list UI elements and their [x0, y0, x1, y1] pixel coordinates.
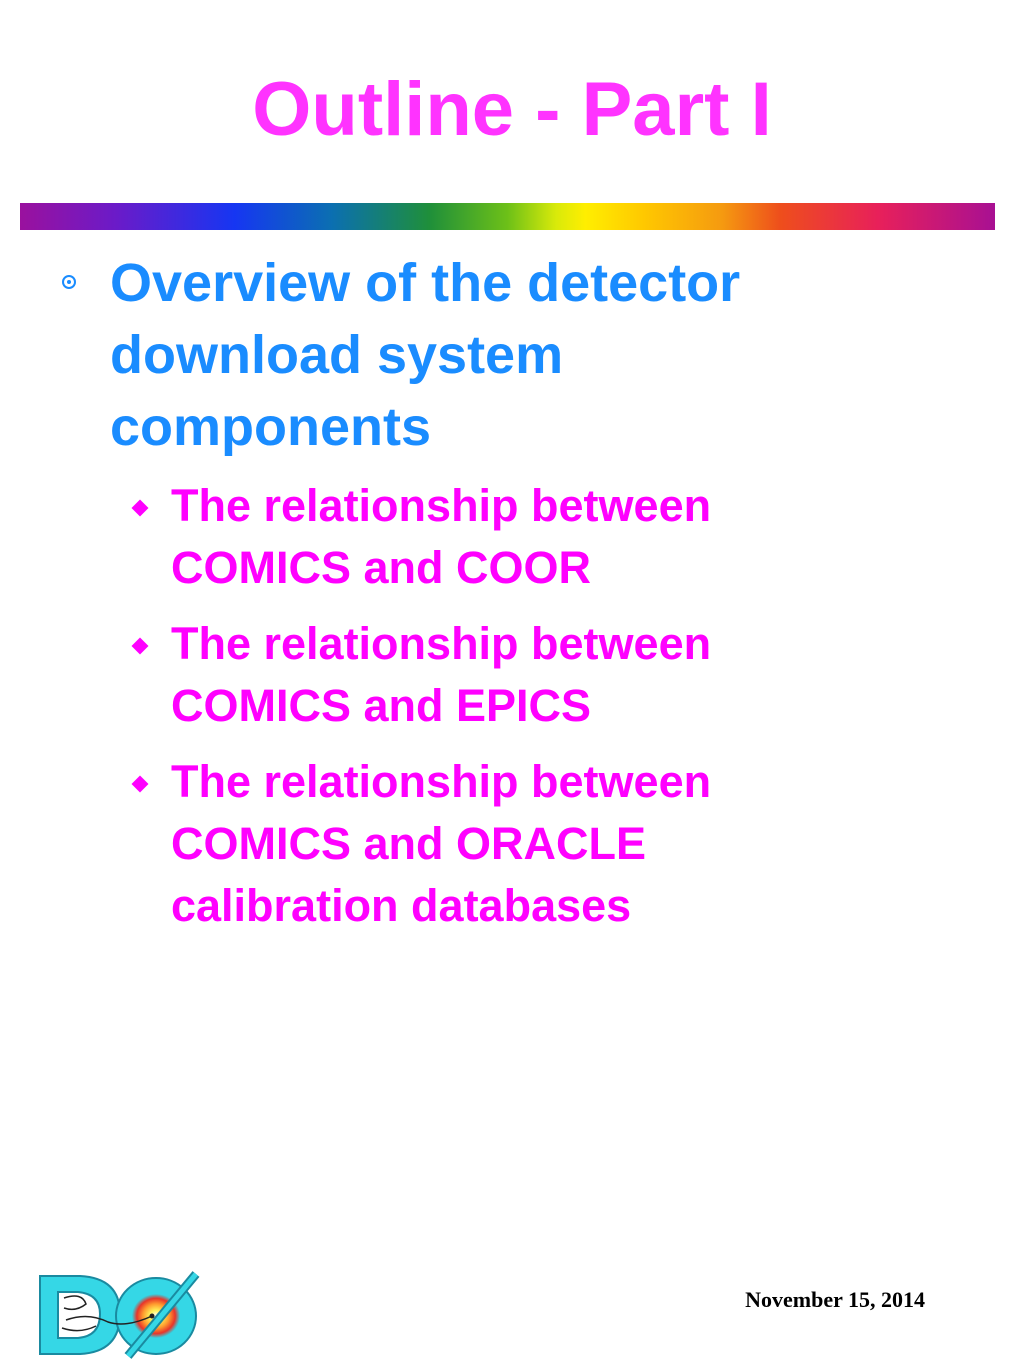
rainbow-divider — [20, 203, 995, 230]
bullet-text: Overview of the detector download system… — [110, 253, 741, 457]
sub-bullet-item: The relationship between COMICS and ORAC… — [128, 751, 888, 937]
sub-bullet-list: The relationship between COMICS and COOR… — [128, 475, 888, 951]
diamond-bullet-icon — [131, 499, 149, 517]
sub-bullet-text: The relationship between COMICS and COOR — [171, 480, 712, 593]
sub-bullet-item: The relationship between COMICS and EPIC… — [128, 613, 888, 737]
slide-title: Outline - Part I — [252, 67, 772, 152]
footer-date: November 15, 2014 — [745, 1287, 925, 1312]
circle-bullet-icon — [62, 275, 76, 289]
sub-bullet-text: The relationship between COMICS and ORAC… — [171, 756, 712, 931]
sub-bullet-text: The relationship between COMICS and EPIC… — [171, 618, 712, 731]
diamond-bullet-icon — [131, 637, 149, 655]
diamond-bullet-icon — [131, 775, 149, 793]
sub-bullet-item: The relationship between COMICS and COOR — [128, 475, 888, 599]
d0-logo-icon — [36, 1268, 206, 1360]
